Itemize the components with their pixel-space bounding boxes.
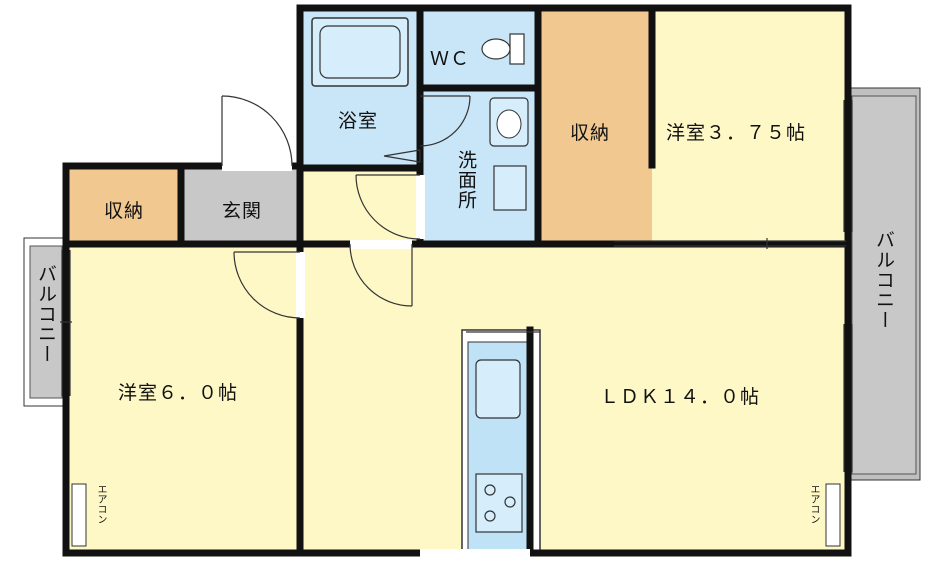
- label-bath: 浴室: [338, 110, 379, 132]
- ldk-floor: [300, 243, 848, 551]
- entrance-floor: [181, 168, 300, 244]
- label-washroom: 洗面所: [455, 150, 477, 210]
- aircon-left-box: [71, 483, 87, 547]
- balcony-right-inner: [851, 95, 917, 475]
- label-western-large: 洋室６．０帖: [118, 382, 239, 404]
- label-balcony-right: バルコニー: [873, 230, 895, 330]
- kitchen-sink: [475, 359, 521, 419]
- wash-basin-bowl: [496, 109, 522, 139]
- label-wc: ＷＣ: [430, 48, 471, 70]
- label-ldk: ＬＤＫ１４．０帖: [600, 386, 761, 408]
- door-gap-ldk: [350, 240, 412, 249]
- label-aircon-left: エアコン: [95, 484, 106, 524]
- door-gap-washroom: [416, 175, 425, 239]
- label-storage-left: 収納: [104, 200, 145, 222]
- door-gap-western: [296, 252, 305, 318]
- washing-machine-pan: [493, 165, 527, 211]
- burner: [484, 484, 496, 496]
- door-gap-entrance: [222, 162, 292, 171]
- toilet-bowl: [481, 38, 511, 60]
- burner: [504, 496, 516, 508]
- walls: [62, 4, 852, 557]
- western-small-floor: [652, 10, 848, 243]
- label-aircon-right: エアコン: [808, 484, 819, 524]
- bathtub-inner: [319, 25, 401, 79]
- storage-left-floor: [66, 168, 181, 244]
- aircon-right-box: [825, 483, 841, 547]
- label-balcony-left: バルコニー: [35, 264, 57, 364]
- label-entrance: 玄関: [222, 200, 263, 222]
- western-large-floor: [66, 243, 302, 551]
- sliding-doors: [60, 100, 853, 472]
- window-bottom: [420, 549, 530, 558]
- hall-floor: [300, 168, 418, 244]
- burner: [484, 510, 496, 522]
- balcony-left-inner: [29, 245, 63, 399]
- storage-center-floor: [538, 10, 652, 243]
- label-western-small: 洋室３．７５帖: [666, 122, 807, 144]
- label-storage-center: 収納: [570, 122, 611, 144]
- door-swings: [221, 95, 471, 319]
- toilet-tank: [509, 33, 525, 65]
